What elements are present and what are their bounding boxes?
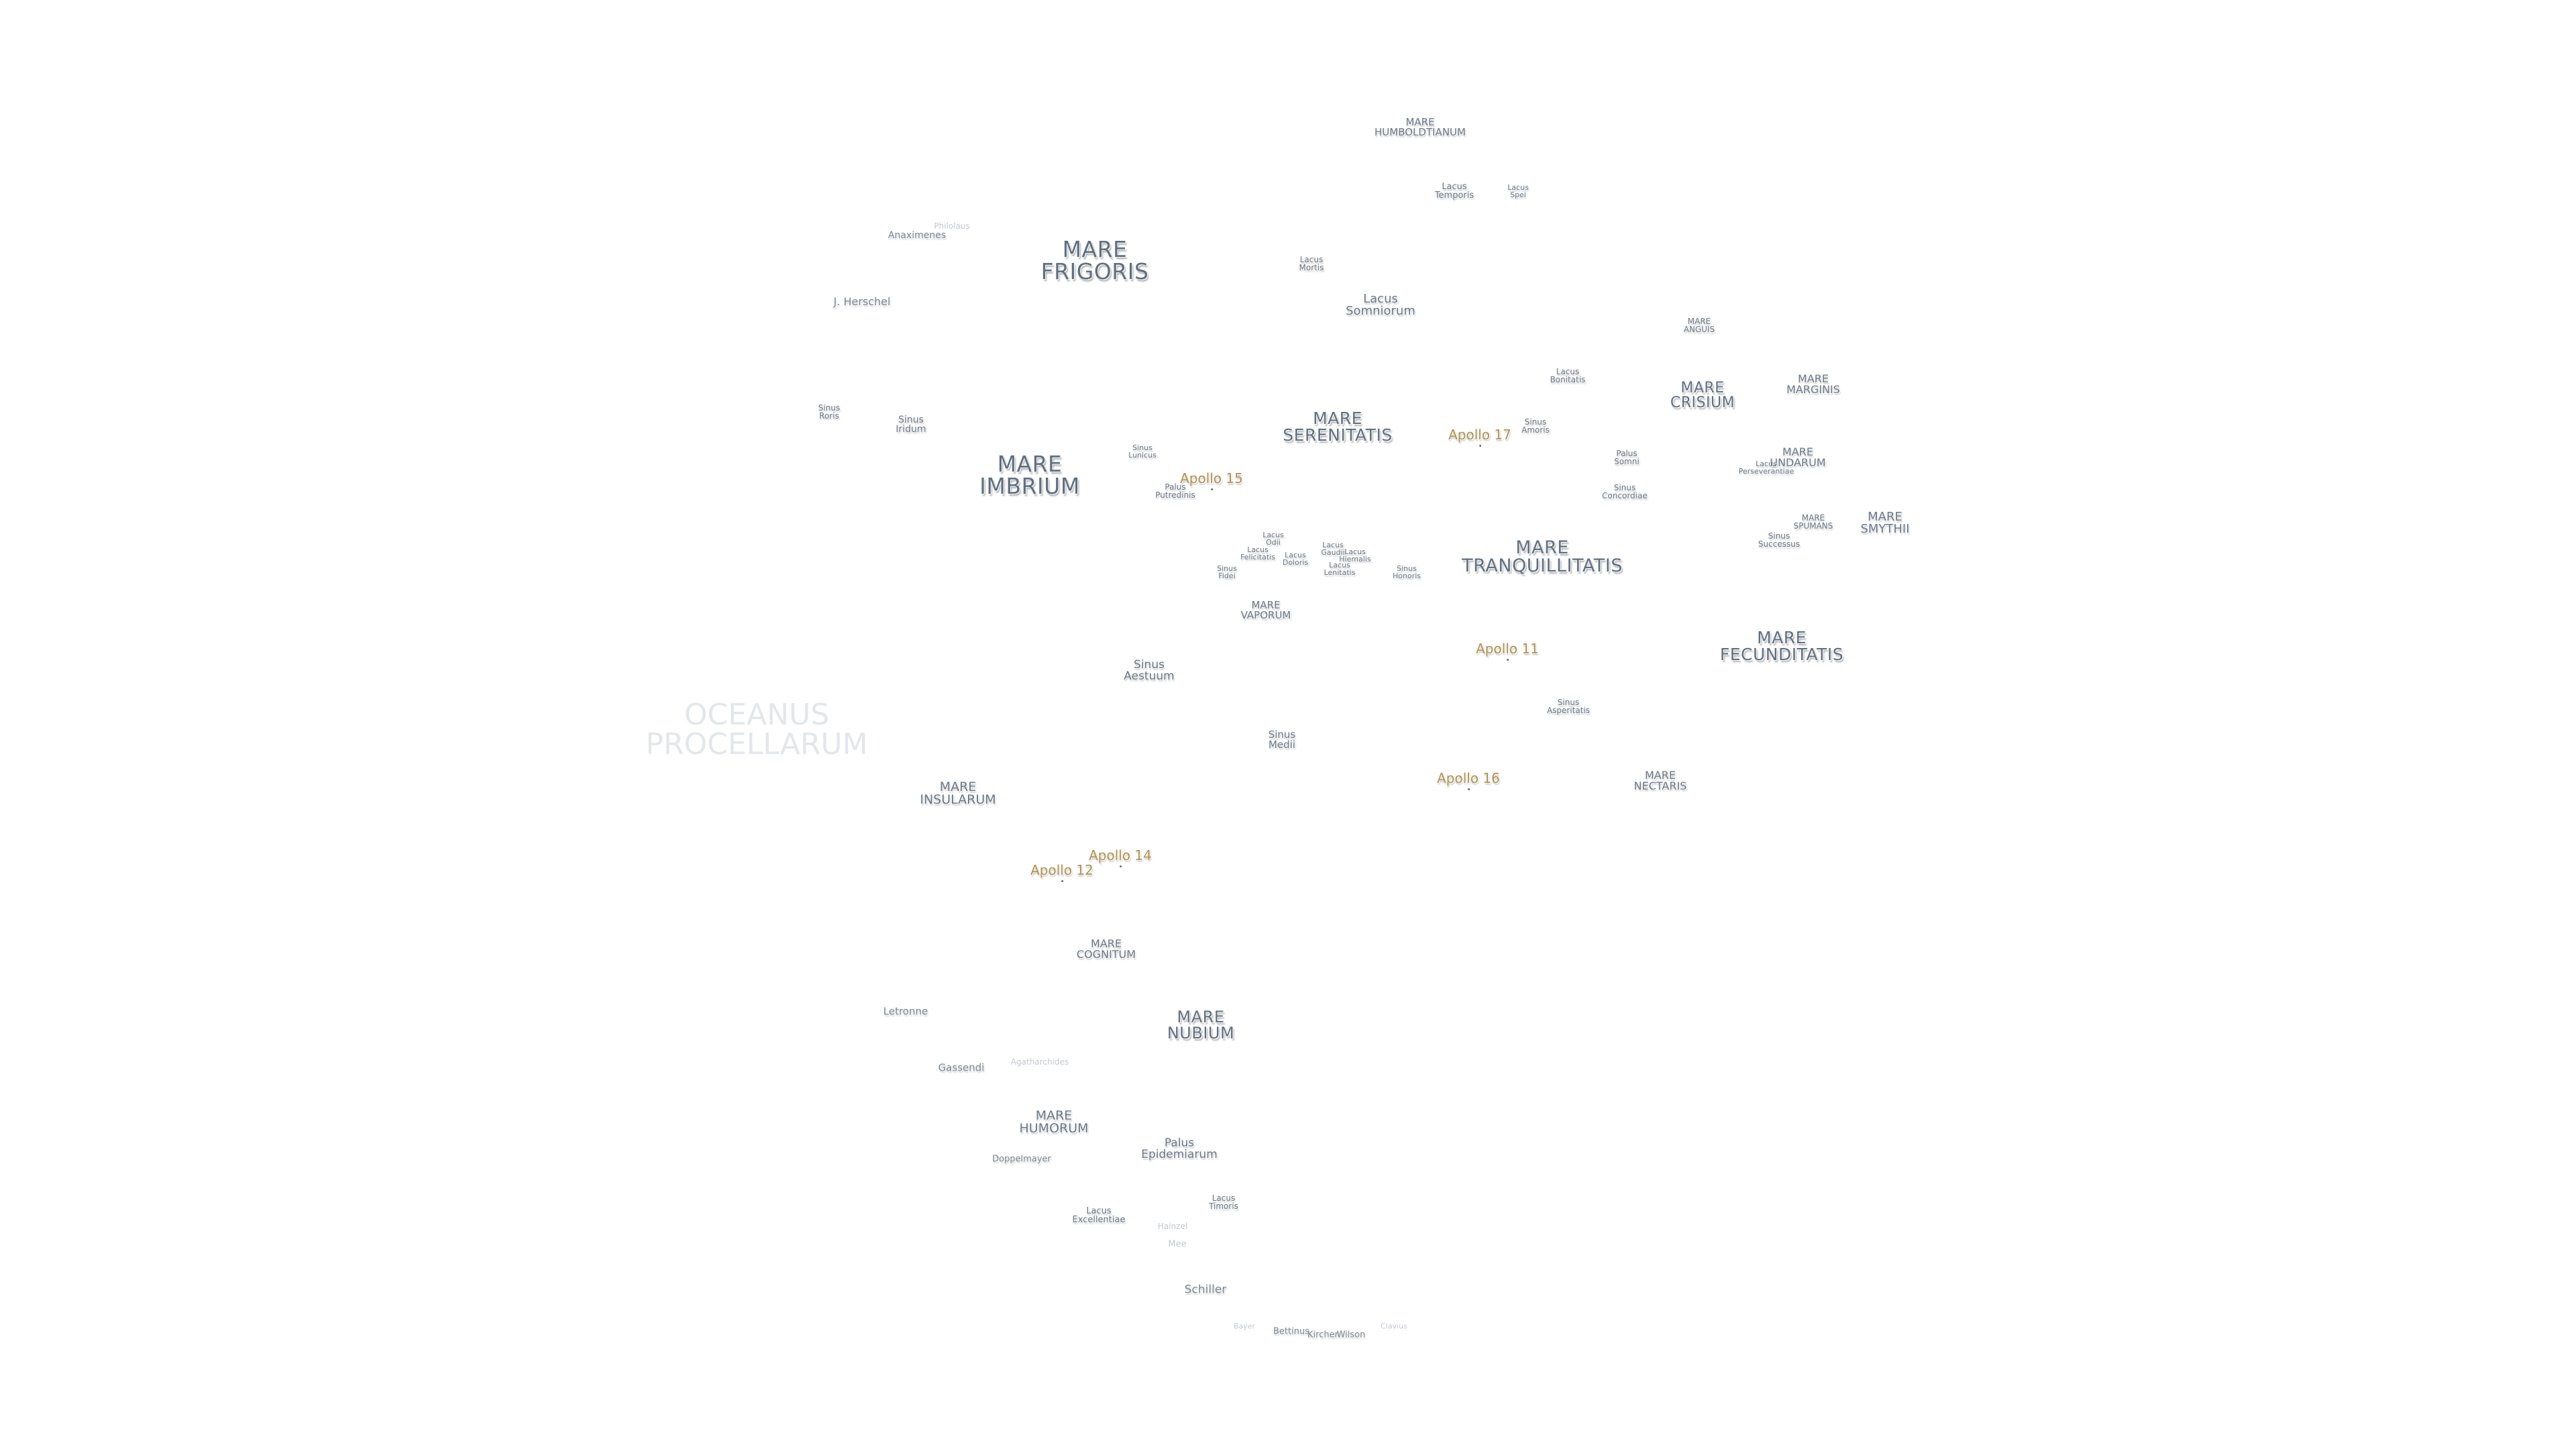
label-sinus-aestuum: Sinus Aestuum xyxy=(1124,658,1175,683)
label-apollo-12: Apollo 12 xyxy=(1030,862,1093,882)
label-lacus-mortis: Lacus Mortis xyxy=(1299,255,1324,272)
label-j-herschel: J. Herschel xyxy=(833,295,891,308)
label-mare-insularum: MARE INSULARUM xyxy=(920,780,996,807)
label-wilson: Wilson xyxy=(1336,1330,1366,1340)
label-lacus-spei: Lacus Spei xyxy=(1507,183,1529,199)
label-schiller: Schiller xyxy=(1184,1283,1227,1297)
label-kircher: Kircher xyxy=(1307,1330,1338,1340)
label-mare-marginis: MARE MARGINIS xyxy=(1786,372,1840,396)
label-lacus-excellentiae: Lacus Excellentiae xyxy=(1072,1206,1126,1225)
label-mare-serenitatis: MARE SERENITATIS xyxy=(1283,409,1393,445)
label-mare-vaporum: MARE VAPORUM xyxy=(1240,599,1291,621)
label-apollo-14: Apollo 14 xyxy=(1089,847,1152,867)
label-lacus-lenitatis: Lacus Lenitatis xyxy=(1324,561,1356,577)
label-mare-anguis: MARE ANGUIS xyxy=(1683,317,1715,334)
label-sinus-honoris: Sinus Honoris xyxy=(1392,564,1421,580)
label-sinus-asperitatis: Sinus Asperitatis xyxy=(1546,698,1591,715)
label-mare-humboldtianum: MARE HUMBOLDTIANUM xyxy=(1375,116,1466,138)
label-mare-imbrium: MARE IMBRIUM xyxy=(979,451,1080,499)
label-apollo-15: Apollo 15 xyxy=(1180,470,1243,490)
label-mare-nubium: MARE NUBIUM xyxy=(1167,1008,1235,1042)
label-apollo-16: Apollo 16 xyxy=(1437,770,1500,790)
label-anaximenes: Anaximenes xyxy=(888,230,947,241)
label-mare-fecunditatis: MARE FECUNDITATIS xyxy=(1719,628,1844,664)
label-sinus-roris: Sinus Roris xyxy=(818,403,841,421)
label-lacus-odii: Lacus Odii xyxy=(1263,531,1284,547)
label-palus-somni: Palus Somni xyxy=(1614,449,1640,466)
label-mare-undarum: MARE UNDARUM xyxy=(1770,445,1826,469)
label-apollo-17: Apollo 17 xyxy=(1448,427,1511,447)
label-philolaus: Philolaus xyxy=(934,221,970,231)
label-hainzel: Hainzel xyxy=(1157,1222,1188,1231)
label-palus-putredinis: Palus Putredinis xyxy=(1155,482,1195,500)
label-doppelmayer: Doppelmayer xyxy=(992,1154,1051,1165)
label-mare-frigoris: MARE FRIGORIS xyxy=(1040,236,1149,284)
label-lacus-temporis: Lacus Temporis xyxy=(1434,182,1474,201)
label-lacus-doloris: Lacus Doloris xyxy=(1282,551,1309,567)
label-sinus-concordiae: Sinus Concordiae xyxy=(1602,483,1648,500)
label-sinus-fidei: Sinus Fidei xyxy=(1217,564,1237,580)
label-lacus-perseverantiae: Lacus Perseverantiae xyxy=(1738,460,1794,476)
label-mare-crisium: MARE CRISIUM xyxy=(1670,380,1735,411)
label-mare-spumans: MARE SPUMANS xyxy=(1793,513,1833,531)
label-lacus-hiemalis: Lacus Hiemalis xyxy=(1339,547,1371,564)
label-mare-humorum: MARE HUMORUM xyxy=(1019,1108,1089,1136)
label-sinus-iridum: Sinus Iridum xyxy=(896,415,926,435)
label-sinus-amoris: Sinus Amoris xyxy=(1521,417,1550,435)
label-sinus-lunicus: Sinus Lunicus xyxy=(1128,443,1157,460)
label-lacus-bonitatis: Lacus Bonitatis xyxy=(1550,367,1586,384)
label-letronne: Letronne xyxy=(883,1005,928,1018)
label-sinus-medii: Sinus Medii xyxy=(1268,729,1296,751)
label-palus-epidemiarum: Palus Epidemiarum xyxy=(1141,1136,1218,1161)
label-lacus-somniorum: Lacus Somniorum xyxy=(1346,292,1415,318)
label-mare-nectaris: MARE NECTARIS xyxy=(1633,769,1687,792)
label-mare-smythii: MARE SMYTHII xyxy=(1860,510,1910,536)
label-lacus-timoris: Lacus Timoris xyxy=(1209,1193,1238,1211)
label-bettinus: Bettinus xyxy=(1273,1326,1309,1337)
label-mee: Mee xyxy=(1168,1239,1187,1250)
label-mare-cognitum: MARE COGNITUM xyxy=(1076,937,1136,961)
label-oceanus-procellarum: OCEANUS PROCELLARUM xyxy=(645,698,868,761)
label-lacus-felicitatis: Lacus Felicitatis xyxy=(1240,545,1275,561)
label-lacus-gaudii: Lacus Gaudii xyxy=(1321,541,1345,557)
label-gassendi: Gassendi xyxy=(938,1061,985,1074)
label-apollo-11: Apollo 11 xyxy=(1476,641,1539,661)
label-mare-tranquillitatis: MARE TRANQUILLITATIS xyxy=(1462,537,1623,576)
label-agatharchides: Agatharchides xyxy=(1010,1057,1069,1067)
label-sinus-successus: Sinus Successus xyxy=(1758,531,1801,549)
label-clavius: Clavius xyxy=(1381,1322,1407,1331)
label-bayer: Bayer xyxy=(1233,1322,1256,1331)
